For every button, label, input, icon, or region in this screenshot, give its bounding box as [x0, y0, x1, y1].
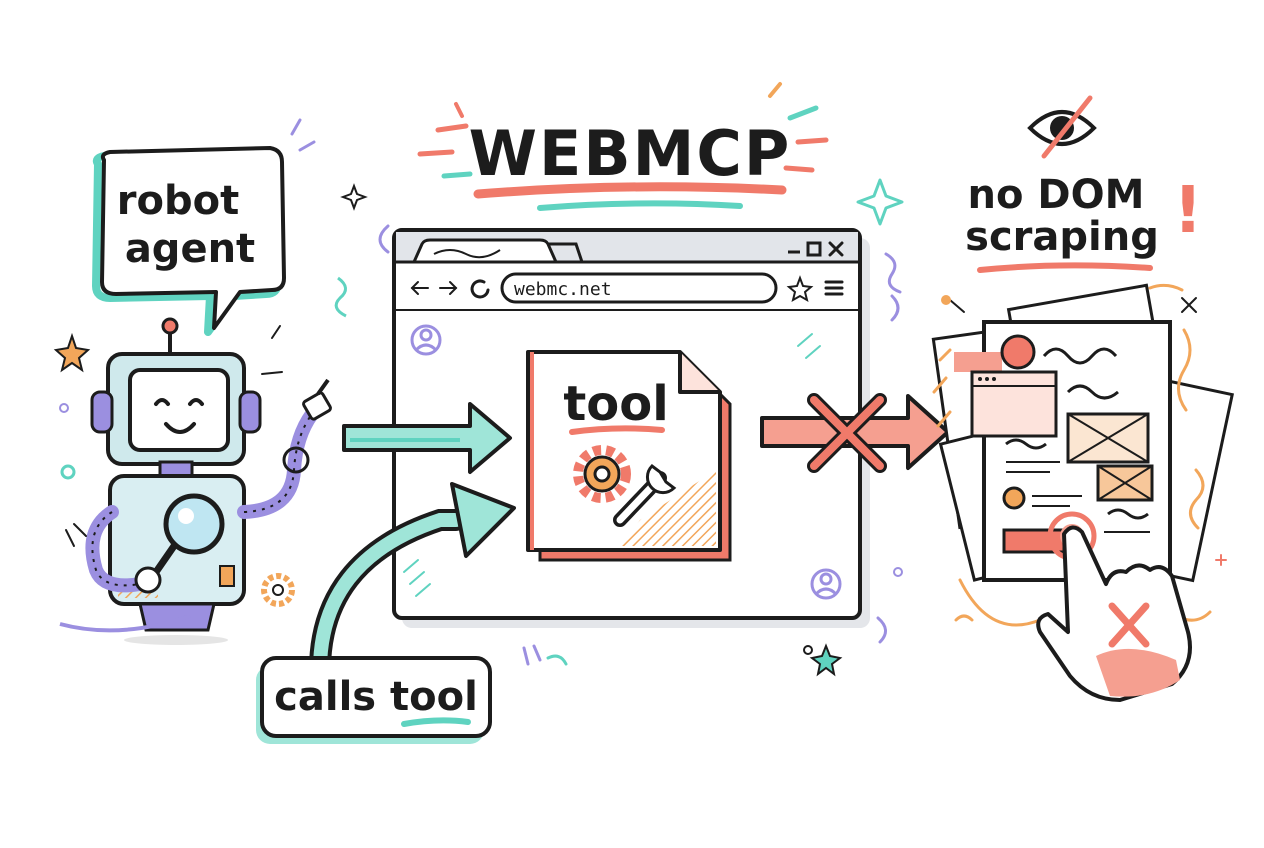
star-icon	[53, 332, 91, 373]
address-url: webmc.net	[514, 279, 612, 300]
magnifier-icon	[163, 493, 225, 555]
blocked-arrow	[760, 393, 950, 473]
close-icon[interactable]	[828, 241, 844, 257]
user-avatar-icon	[410, 324, 442, 356]
title-group: WEBMCP	[340, 82, 904, 226]
sparkle-star-icon	[809, 643, 843, 677]
title-sparkles	[417, 82, 829, 179]
address-bar[interactable]	[500, 272, 778, 304]
calls-tool-label: calls tool	[274, 674, 478, 720]
bubble-line-1: robot	[117, 178, 239, 224]
browser-tab[interactable]	[412, 238, 558, 263]
usb-plug-icon	[302, 391, 332, 421]
maximize-icon[interactable]	[806, 241, 822, 257]
robot-agent	[53, 276, 347, 645]
new-tab[interactable]	[548, 242, 584, 263]
arrow-agent-to-tool	[342, 402, 512, 474]
menu-icon[interactable]	[824, 280, 844, 296]
gear-icon	[573, 445, 631, 503]
forward-icon[interactable]	[439, 281, 458, 295]
title: WEBMCP	[469, 117, 792, 190]
wrench-icon	[613, 464, 677, 527]
calls-tool-badge: calls tool	[256, 656, 492, 744]
tool-document: tool	[526, 350, 732, 562]
user-avatar-icon	[810, 568, 842, 600]
warning-mark: !	[1173, 174, 1202, 248]
sparkle-star-icon	[856, 178, 904, 226]
tool-label: tool	[563, 376, 668, 432]
warning-line-1: no DOM	[968, 172, 1145, 218]
arrow-calls-tool	[308, 482, 516, 685]
pointing-hand	[1036, 511, 1192, 702]
warning-label: no DOM scraping !	[965, 95, 1203, 273]
eye-crossed-icon	[1027, 95, 1097, 159]
back-icon[interactable]	[410, 281, 429, 295]
cross-icon	[807, 393, 887, 473]
gear-icon	[261, 573, 295, 607]
title-underline-salmon	[473, 182, 787, 199]
title-underline-teal	[537, 200, 743, 211]
bookmark-star-icon[interactable]	[786, 275, 814, 303]
bubble-line-2: agent	[125, 226, 255, 272]
doodles	[378, 224, 1227, 677]
warning-line-2: scraping	[965, 214, 1159, 260]
reload-icon[interactable]	[470, 279, 490, 299]
sparkle-star-icon	[340, 183, 368, 211]
scattered-web-pages	[931, 283, 1235, 627]
speech-bubble: robot agent	[92, 118, 316, 336]
cross-icon	[1108, 602, 1150, 648]
